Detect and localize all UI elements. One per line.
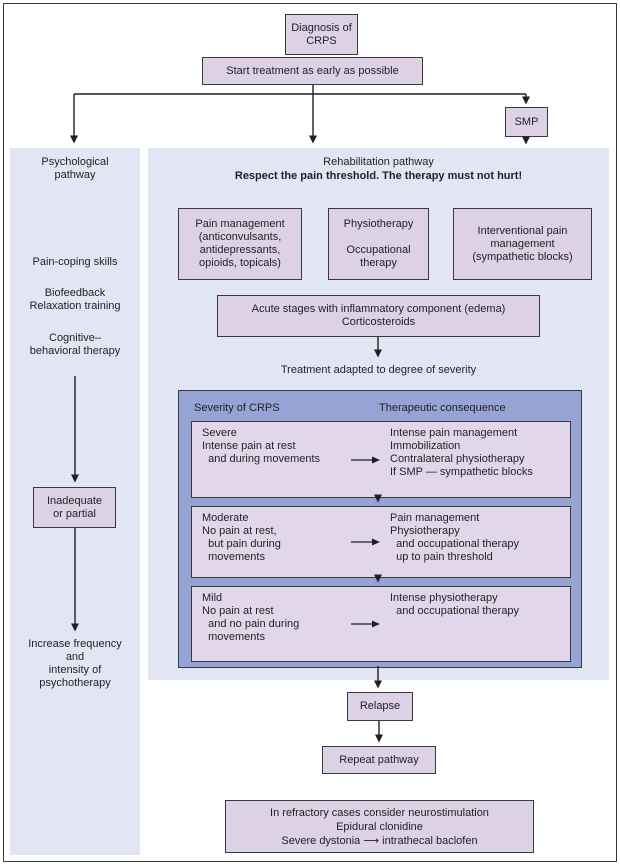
moderate-description: Moderate No pain at rest, but pain durin… (202, 512, 281, 563)
treatment-adapted-note: Treatment adapted to degree of severity (280, 364, 477, 376)
severe-row: Severe Intense pain at rest and during m… (191, 421, 571, 498)
severity-col-header: Severity of CRPS (194, 402, 280, 414)
mild-consequence: Intense physiotherapy and occupational t… (390, 592, 520, 617)
physiotherapy-box: Physiotherapy Occupational therapy (328, 208, 429, 280)
figure-frame (3, 3, 617, 862)
psych-pathway-title: Psychological pathway (41, 156, 109, 181)
interventional-pain-box: Interventional pain management (sympathe… (453, 208, 592, 280)
rehabilitation-pathway-panel: Rehabilitation pathway Respect the pain … (148, 148, 609, 680)
severity-table: Severity of CRPS Therapeutic consequence… (178, 390, 582, 668)
severe-description: Severe Intense pain at rest and during m… (202, 427, 321, 465)
moderate-row: Moderate No pain at rest, but pain durin… (191, 506, 571, 578)
repeat-pathway-box: Repeat pathway (322, 746, 436, 774)
refractory-cases-box: In refractory cases consider neurostimul… (225, 800, 534, 853)
mild-row: Mild No pain at rest and no pain during … (191, 586, 571, 662)
mild-description: Mild No pain at rest and no pain during … (202, 592, 300, 643)
psych-item-pain-coping: Pain-coping skills (32, 256, 118, 268)
psychological-pathway-panel: Psychological pathway Pain-coping skills… (10, 148, 140, 855)
inadequate-or-partial-box: Inadequate or partial (33, 487, 116, 528)
relapse-box: Relapse (347, 692, 413, 721)
smp-box: SMP (505, 107, 548, 137)
psych-item-biofeedback: Biofeedback Relaxation training (29, 287, 121, 312)
severe-consequence: Intense pain management Immobilization C… (390, 427, 533, 478)
acute-stages-box: Acute stages with inflammatory component… (217, 295, 540, 337)
right-arrow-icon (351, 620, 380, 628)
rehab-pathway-subtitle: Respect the pain threshold. The therapy … (234, 170, 523, 182)
consequence-col-header: Therapeutic consequence (379, 402, 506, 414)
diagnosis-box: Diagnosis of CRPS (285, 14, 358, 55)
increase-psychotherapy-note: Increase frequency and intensity of psyc… (28, 638, 122, 689)
moderate-consequence: Pain management Physiotherapy and occupa… (390, 512, 520, 563)
start-treatment-box: Start treatment as early as possible (202, 57, 423, 85)
right-arrow-icon (351, 538, 380, 546)
pain-management-box: Pain management (anticonvulsants, antide… (178, 208, 302, 280)
right-arrow-icon (351, 456, 380, 463)
rehab-pathway-title: Rehabilitation pathway (323, 156, 434, 168)
psych-item-cbt: Cognitive– behavioral therapy (29, 332, 121, 357)
